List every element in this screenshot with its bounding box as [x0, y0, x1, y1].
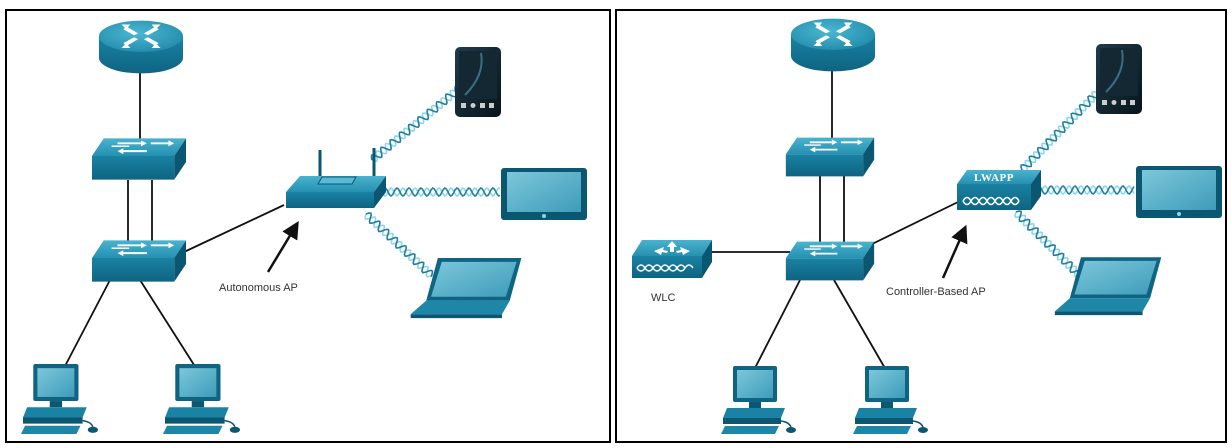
lwapp-label: LWAPP [974, 172, 1014, 184]
switch-top-icon [784, 136, 876, 178]
wireless-wave [365, 212, 434, 278]
wireless-wave [370, 85, 460, 161]
tablet-icon [501, 168, 587, 220]
wlc-label: WLC [651, 292, 676, 304]
wireless-wave [364, 213, 434, 278]
wireless-wave [381, 186, 501, 198]
wireless-wave [1035, 184, 1135, 196]
switch-top-icon [90, 137, 188, 181]
wireless-links-left [364, 85, 501, 278]
wireless-wave [371, 88, 462, 162]
wired-links-left [63, 72, 285, 369]
controller-based-ap-label: Controller-Based AP [886, 286, 986, 298]
arrow-icon [941, 224, 968, 279]
panel-controller-based: LWAPP WLC Controller-Based AP [615, 9, 1227, 443]
panel-autonomous: Autonomous AP [5, 9, 611, 443]
router-icon [790, 18, 876, 72]
wired-links-right [712, 70, 959, 371]
autonomous-ap-label: Autonomous AP [219, 282, 298, 294]
tablet-icon [1136, 166, 1222, 218]
wireless-wave [1014, 211, 1081, 278]
panel-border-left [5, 9, 611, 443]
wireless-wave [1020, 90, 1100, 171]
phone-icon [1095, 43, 1143, 115]
router-icon [98, 20, 184, 74]
wireless-links-right [1014, 90, 1135, 278]
switch-bottom-icon [90, 239, 188, 283]
wireless-wave [1015, 210, 1082, 277]
wireless-wave [1035, 184, 1135, 196]
phone-icon [454, 46, 502, 118]
arrow-icon [266, 221, 299, 273]
wlc-icon [631, 239, 713, 279]
wireless-wave [381, 186, 501, 198]
switch-bottom-icon [784, 240, 876, 282]
